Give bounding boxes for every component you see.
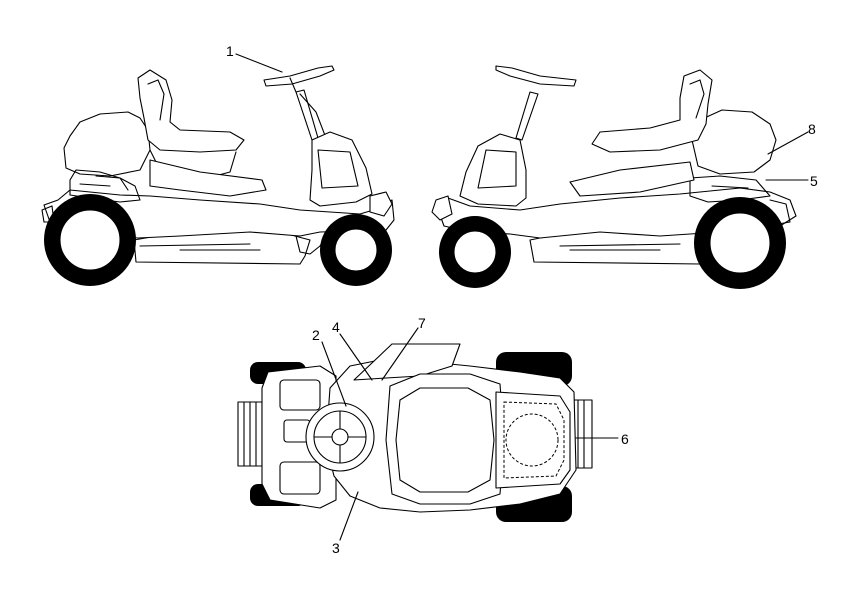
mower-top-view	[237, 343, 593, 522]
callout-3: 3	[332, 540, 340, 556]
callout-leaders	[235, 53, 809, 541]
callout-4: 4	[332, 319, 340, 335]
callout-6: 6	[621, 431, 629, 447]
callout-7: 7	[418, 315, 426, 331]
mower-left-side-view	[41, 65, 395, 286]
callout-8: 8	[808, 121, 816, 137]
callout-2: 2	[312, 327, 320, 343]
callout-labels: 1 2 3 4 5 6 7 8	[226, 43, 818, 556]
mower-right-side-view	[431, 65, 797, 289]
callout-1: 1	[226, 43, 234, 59]
callout-5: 5	[810, 173, 818, 189]
